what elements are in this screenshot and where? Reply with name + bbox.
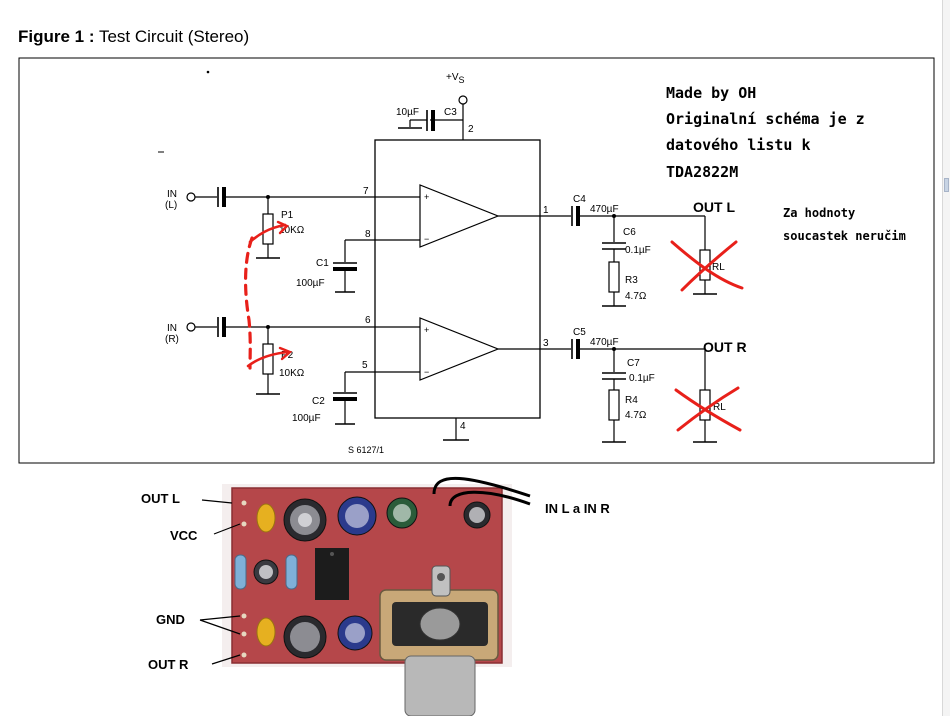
svg-text:+: + [424, 192, 429, 202]
p1-name: P1 [281, 210, 294, 221]
c3-name: C3 [444, 107, 457, 118]
output-right: 3 C5 470µF C7 0.1µF R4 4.7Ω RL OUT R [540, 327, 747, 443]
svg-text:4.7Ω: 4.7Ω [625, 410, 647, 421]
rl-left-cross [670, 240, 744, 290]
figure-title: Figure 1 : Test Circuit (Stereo) [18, 27, 249, 47]
pin-8-label: 8 [365, 229, 371, 240]
svg-text:C2: C2 [312, 396, 325, 407]
schematic-code: S 6127/1 [348, 445, 384, 455]
svg-text:+: + [424, 325, 429, 335]
svg-text:Made by OH: Made by OH [666, 84, 756, 102]
pcb-out-l-label: OUT L [141, 491, 180, 506]
pcb-gnd-label: GND [156, 612, 185, 627]
svg-text:Za hodnoty: Za hodnoty [783, 206, 855, 220]
supply-label: +VS [446, 72, 465, 85]
c1-capacitor: 8 C1 100µF [296, 229, 375, 293]
input-wire-1 [432, 476, 531, 498]
p1-value: 10KΩ [279, 225, 305, 236]
pcb-photo [199, 476, 531, 716]
rl-left-label: RL [712, 262, 725, 273]
pin-7-label: 7 [363, 186, 369, 197]
svg-text:IN: IN [167, 189, 177, 200]
pcb-ic [315, 548, 349, 600]
amplifier-left [419, 184, 500, 248]
svg-text:4.7Ω: 4.7Ω [625, 291, 647, 302]
ceramic-cap-bottom [256, 617, 276, 647]
pin-6-label: 6 [365, 315, 371, 326]
ceramic-cap-top [256, 503, 276, 533]
red-annotations [243, 220, 744, 432]
svg-text:470µF: 470µF [590, 337, 619, 348]
amplifier-right [419, 317, 500, 381]
disclaimer-note: Za hodnoty soucastek neručim [783, 206, 906, 243]
svg-text:C6: C6 [623, 227, 636, 238]
svg-text:datového listu k: datového listu k [666, 136, 811, 154]
svg-text:100µF: 100µF [292, 413, 321, 424]
svg-text:100µF: 100µF [296, 278, 325, 289]
svg-text:Originalní schéma je z: Originalní schéma je z [666, 110, 865, 128]
rl-right-label: RL [713, 402, 726, 413]
svg-text:C5: C5 [573, 327, 586, 338]
p2-value: 10KΩ [279, 368, 305, 379]
pcb-vcc-label: VCC [170, 528, 198, 543]
pin-1-label: 1 [543, 205, 549, 216]
svg-text:TDA2822M: TDA2822M [666, 163, 738, 181]
pin-4-label: 4 [460, 421, 466, 432]
pin-3-label: 3 [543, 338, 549, 349]
svg-text:IN: IN [167, 323, 177, 334]
svg-text:−: − [424, 367, 429, 377]
ic-body [374, 139, 541, 419]
c2-capacitor: 5 C2 100µF [292, 360, 375, 425]
pin-5-label: 5 [362, 360, 368, 371]
vertical-scrollbar[interactable] [942, 0, 950, 716]
out-l-label: OUT L [693, 199, 735, 215]
figure-label: Figure 1 : [18, 27, 95, 46]
input-wire-2 [448, 490, 531, 507]
output-left: 1 C4 470µF C6 0.1µF R3 4.7Ω RL OUT L [540, 194, 735, 307]
svg-text:R4: R4 [625, 395, 638, 406]
svg-text:soucastek neručim: soucastek neručim [783, 229, 906, 243]
rl-right-cross [674, 388, 742, 432]
scrollbar-thumb[interactable] [944, 178, 949, 192]
gang-link-mark [243, 236, 254, 370]
author-note: Made by OH Originalní schéma je z datové… [666, 84, 865, 181]
pin-2-label: 2 [468, 124, 474, 135]
svg-text:470µF: 470µF [590, 204, 619, 215]
svg-text:R3: R3 [625, 275, 638, 286]
supply-terminal: +VS 2 [430, 72, 474, 140]
svg-text:−: − [424, 234, 429, 244]
audio-jack [379, 565, 499, 716]
pcb-out-r-label: OUT R [148, 657, 189, 672]
svg-text:C7: C7 [627, 358, 640, 369]
svg-text:C4: C4 [573, 194, 586, 205]
svg-text:0.1µF: 0.1µF [625, 245, 651, 256]
svg-text:0.1µF: 0.1µF [629, 373, 655, 384]
out-r-label: OUT R [703, 339, 747, 355]
c3-value: 10µF [396, 107, 419, 118]
svg-text:(R): (R) [165, 334, 179, 345]
svg-text:(L): (L) [165, 200, 177, 211]
svg-text:C1: C1 [316, 258, 329, 269]
figure-title-text: Test Circuit (Stereo) [98, 27, 250, 46]
c3-capacitor: 10µF C3 [396, 107, 457, 131]
pcb-inputs-label: IN L a IN R [545, 501, 610, 516]
